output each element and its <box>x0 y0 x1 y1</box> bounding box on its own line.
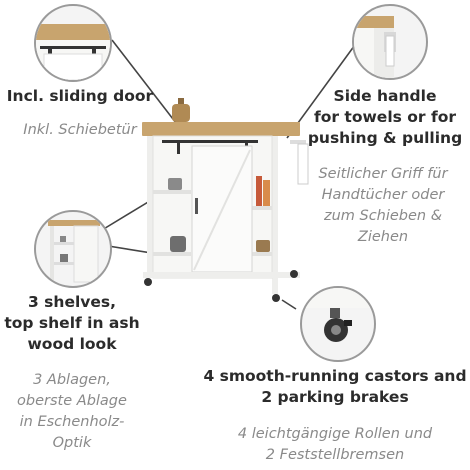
sliding-door-label-en: Incl. sliding door <box>6 87 154 105</box>
shelves-label-en: 3 shelves, top shelf in ash wood look <box>4 293 140 353</box>
side-handle-label-de: Seitlicher Griff für Handtücher oder zum… <box>318 166 448 245</box>
sliding-door-label-de: Inkl. Schiebetür <box>23 122 137 138</box>
shelves-detail-image <box>34 210 112 288</box>
castor-detail-image <box>300 286 376 362</box>
shelves-label-de: 3 Ablagen, oberste Ablage in Eschenholz-… <box>17 372 127 451</box>
castors-label-en: 4 smooth-running castors and 2 parking b… <box>203 367 467 406</box>
side-handle-detail-image <box>352 4 428 80</box>
castors-label-de: 4 leichtgängige Rollen und 2 Feststellbr… <box>237 426 433 463</box>
sliding-door-detail-image <box>34 4 112 82</box>
side-handle-label-en: Side handle for towels or for pushing & … <box>307 87 463 147</box>
